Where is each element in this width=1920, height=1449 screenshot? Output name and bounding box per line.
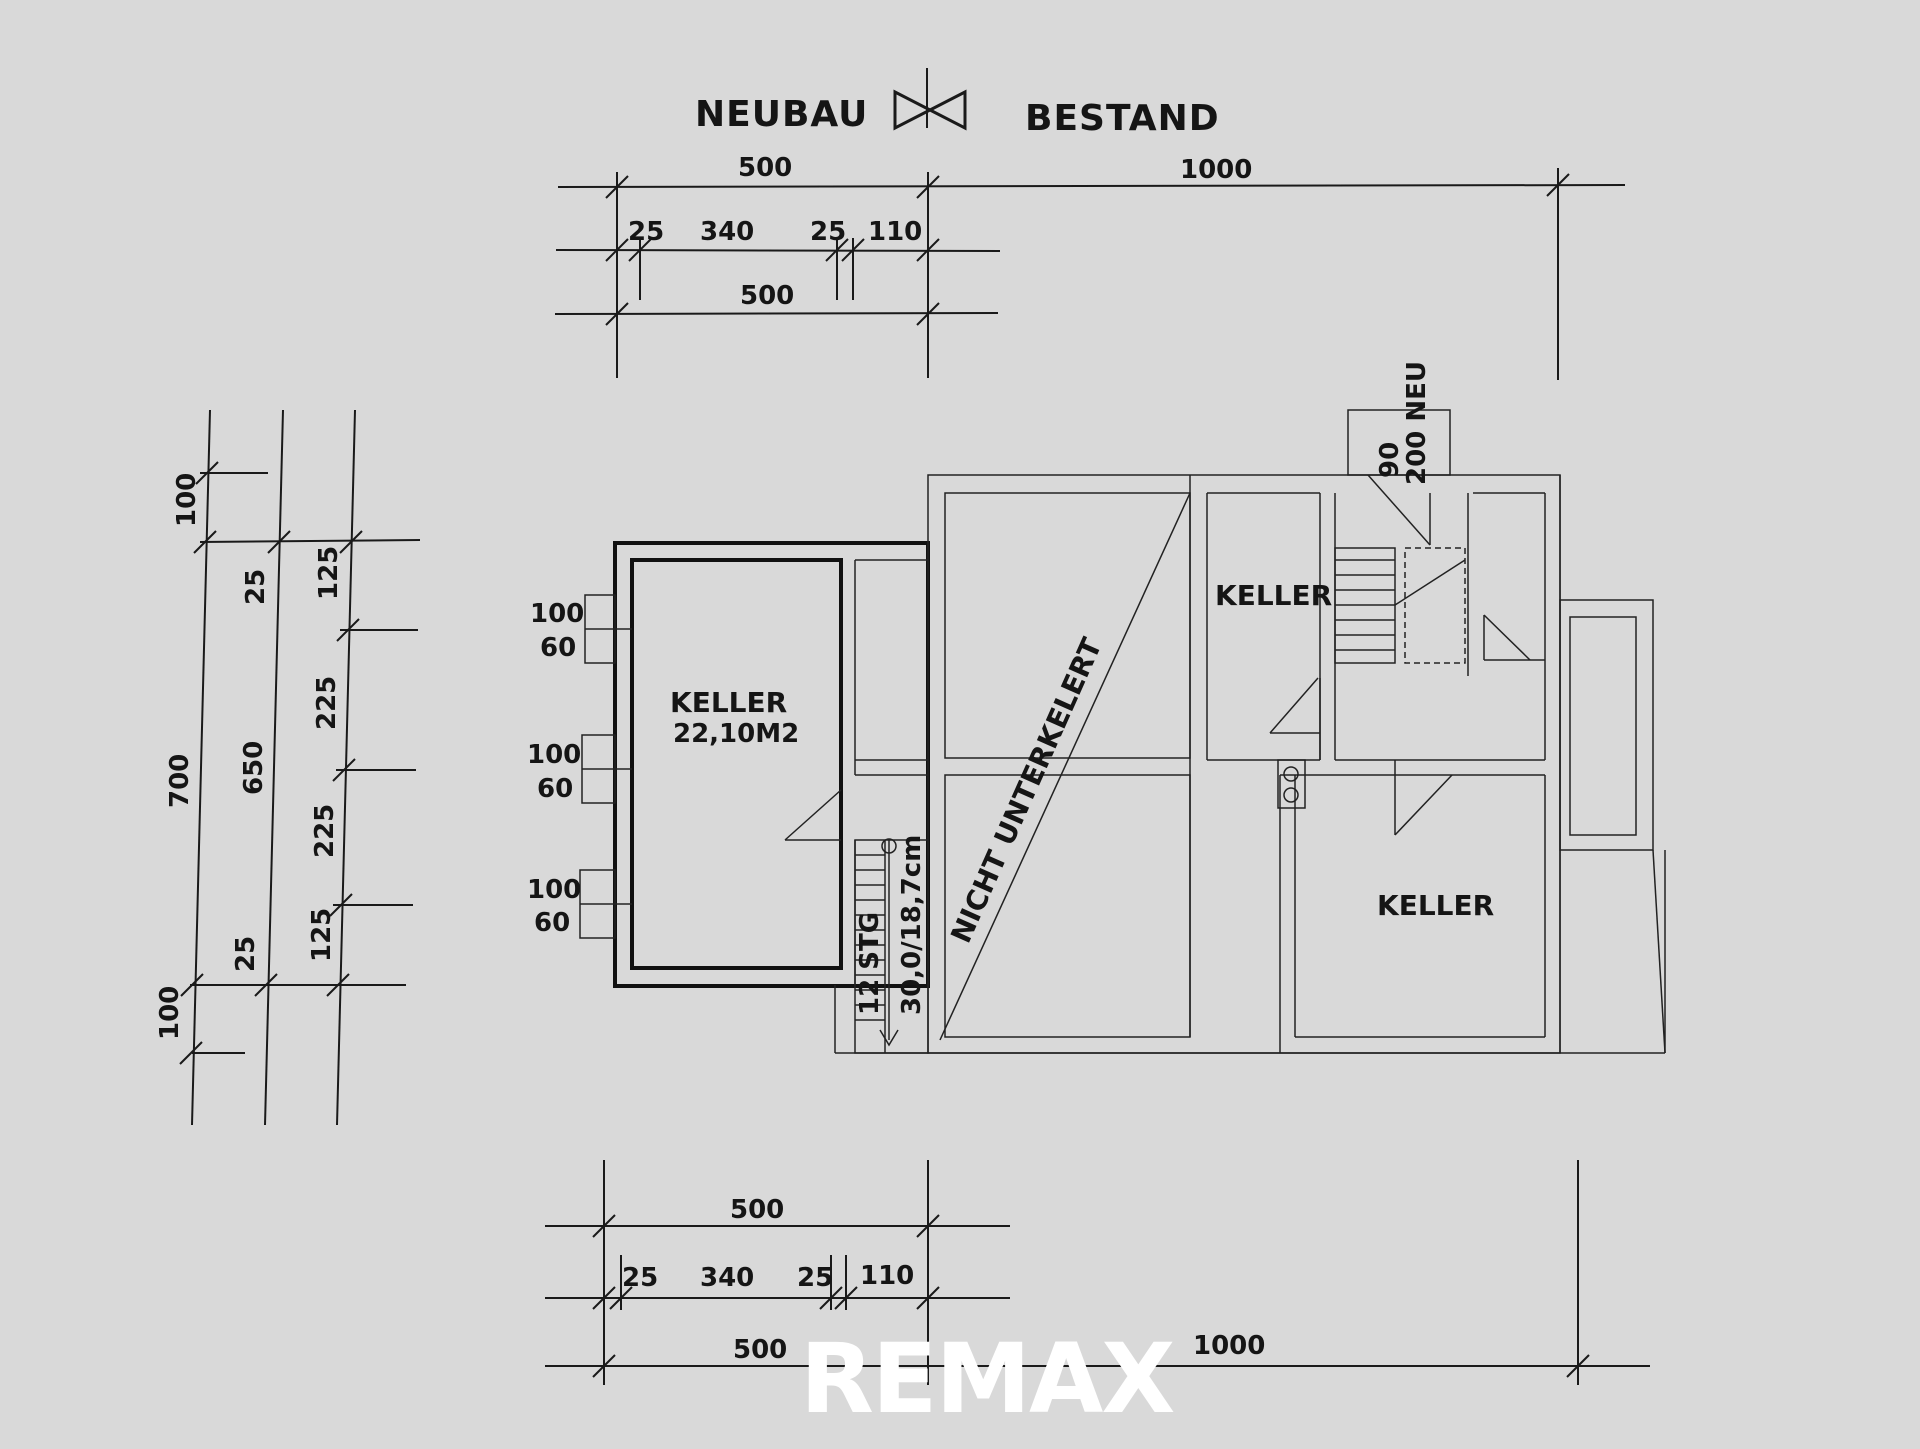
stair-size: 30,0/18,7cm [897, 835, 927, 1015]
window-2-width: 100 [527, 740, 581, 770]
door-swing-right [1483, 614, 1545, 661]
window-3-width: 100 [527, 875, 581, 905]
bottom-dim-340: 340 [700, 1263, 754, 1293]
chimney [1277, 759, 1306, 809]
door-label-200: 200 NEU [1402, 361, 1432, 485]
left-dim-225-a: 225 [312, 676, 342, 730]
existing-building-walls [834, 474, 1665, 1054]
top-dimension-lines [554, 168, 1626, 380]
left-dim-650: 650 [239, 741, 269, 795]
top-dim-1000: 1000 [1180, 155, 1252, 185]
top-dim-110: 110 [868, 217, 922, 247]
door-label-90: 90 [1375, 442, 1405, 478]
room-keller-top: KELLER [1215, 579, 1332, 612]
window-3-height: 60 [534, 908, 570, 938]
bottom-dim-500b: 500 [733, 1335, 787, 1365]
bottom-dim-1000: 1000 [1193, 1331, 1265, 1361]
left-dim-125-bottom: 125 [307, 908, 337, 962]
top-dim-500: 500 [738, 153, 792, 183]
window-1-width: 100 [530, 599, 584, 629]
left-dim-100-bottom: 100 [155, 986, 185, 1040]
door-swing-new [784, 789, 842, 841]
window-symbols [579, 594, 632, 939]
left-dim-25-bottom: 25 [231, 936, 261, 972]
stair-existing [1269, 547, 1466, 760]
left-dim-225-b: 225 [310, 804, 340, 858]
right-annex [1559, 599, 1666, 1054]
room-keller-bottom: KELLER [1377, 889, 1494, 922]
entry-door [1347, 409, 1451, 546]
window-2-height: 60 [537, 774, 573, 804]
bottom-dim-500: 500 [730, 1195, 784, 1225]
legend-neubau: NEUBAU [695, 94, 868, 135]
top-dim-500b: 500 [740, 281, 794, 311]
bottom-dimension-lines [545, 1160, 1650, 1385]
top-dim-25a: 25 [628, 217, 664, 247]
top-dim-25b: 25 [810, 217, 846, 247]
legend-bestand: BESTAND [1025, 98, 1220, 139]
door-swing-lower [1394, 760, 1453, 836]
left-dim-25-top: 25 [241, 569, 271, 605]
bowtie-symbol [893, 68, 967, 131]
bottom-dim-25b: 25 [797, 1263, 833, 1293]
remax-watermark: REMAX [800, 1323, 1174, 1435]
room-keller-new-area: 22,10M2 [673, 719, 799, 749]
stair-steps: 12 STG [855, 912, 885, 1015]
bottom-dim-25a: 25 [622, 1263, 658, 1293]
left-dim-100-top: 100 [172, 473, 202, 527]
not-basement-diagonal [939, 492, 1191, 1041]
left-dim-700: 700 [165, 754, 195, 808]
room-keller-new: KELLER [670, 686, 787, 719]
left-dimension-lines [179, 409, 421, 1126]
top-dim-340: 340 [700, 217, 754, 247]
label-nicht-unterkelert: NICHT UNTERKELERT [944, 633, 1108, 948]
window-1-height: 60 [540, 633, 576, 663]
left-dim-125-top: 125 [314, 546, 344, 600]
bottom-dim-110: 110 [860, 1261, 914, 1291]
